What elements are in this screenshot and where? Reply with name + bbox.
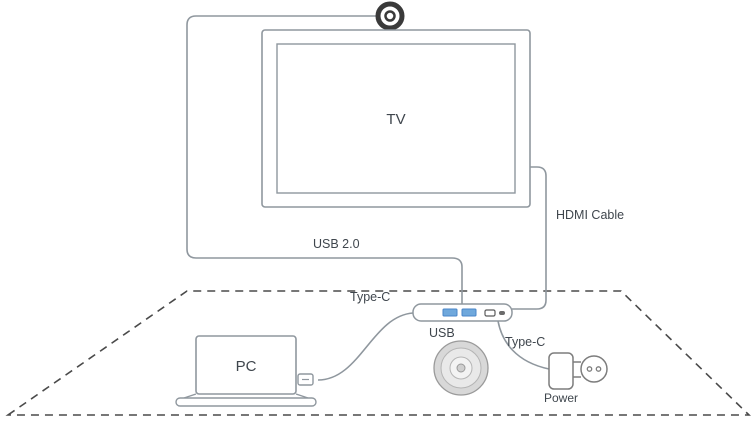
usb-port-icon [461, 308, 477, 317]
power-adapter-device [548, 352, 608, 390]
tv-label: TV [386, 111, 405, 128]
pc-typec-cable [317, 312, 414, 381]
speaker-usb-label: USB [429, 326, 455, 340]
hub-typec-label: Type-C [350, 290, 390, 304]
pc-device: PC [175, 335, 317, 407]
usb2-cable-label: USB 2.0 [313, 237, 360, 251]
usb-port-icon [442, 308, 458, 317]
table-surface-outline [5, 290, 751, 416]
speakerphone-device [433, 340, 489, 396]
power-label: Power [544, 391, 578, 405]
power-typec-label: Type-C [505, 335, 545, 349]
tv-device: TV [261, 29, 531, 208]
cables [186, 15, 550, 381]
usb2-cable [186, 15, 463, 304]
hdmi-cable-label: HDMI Cable [556, 208, 624, 222]
hub-device [412, 303, 513, 322]
hdmi-cable [512, 166, 547, 310]
typec-port-icon [484, 309, 496, 317]
pc-label: PC [236, 358, 257, 375]
camera-icon [375, 1, 405, 31]
led-icon [499, 311, 505, 315]
wall-socket-icon [580, 355, 608, 383]
power-typec-cable [497, 320, 550, 370]
